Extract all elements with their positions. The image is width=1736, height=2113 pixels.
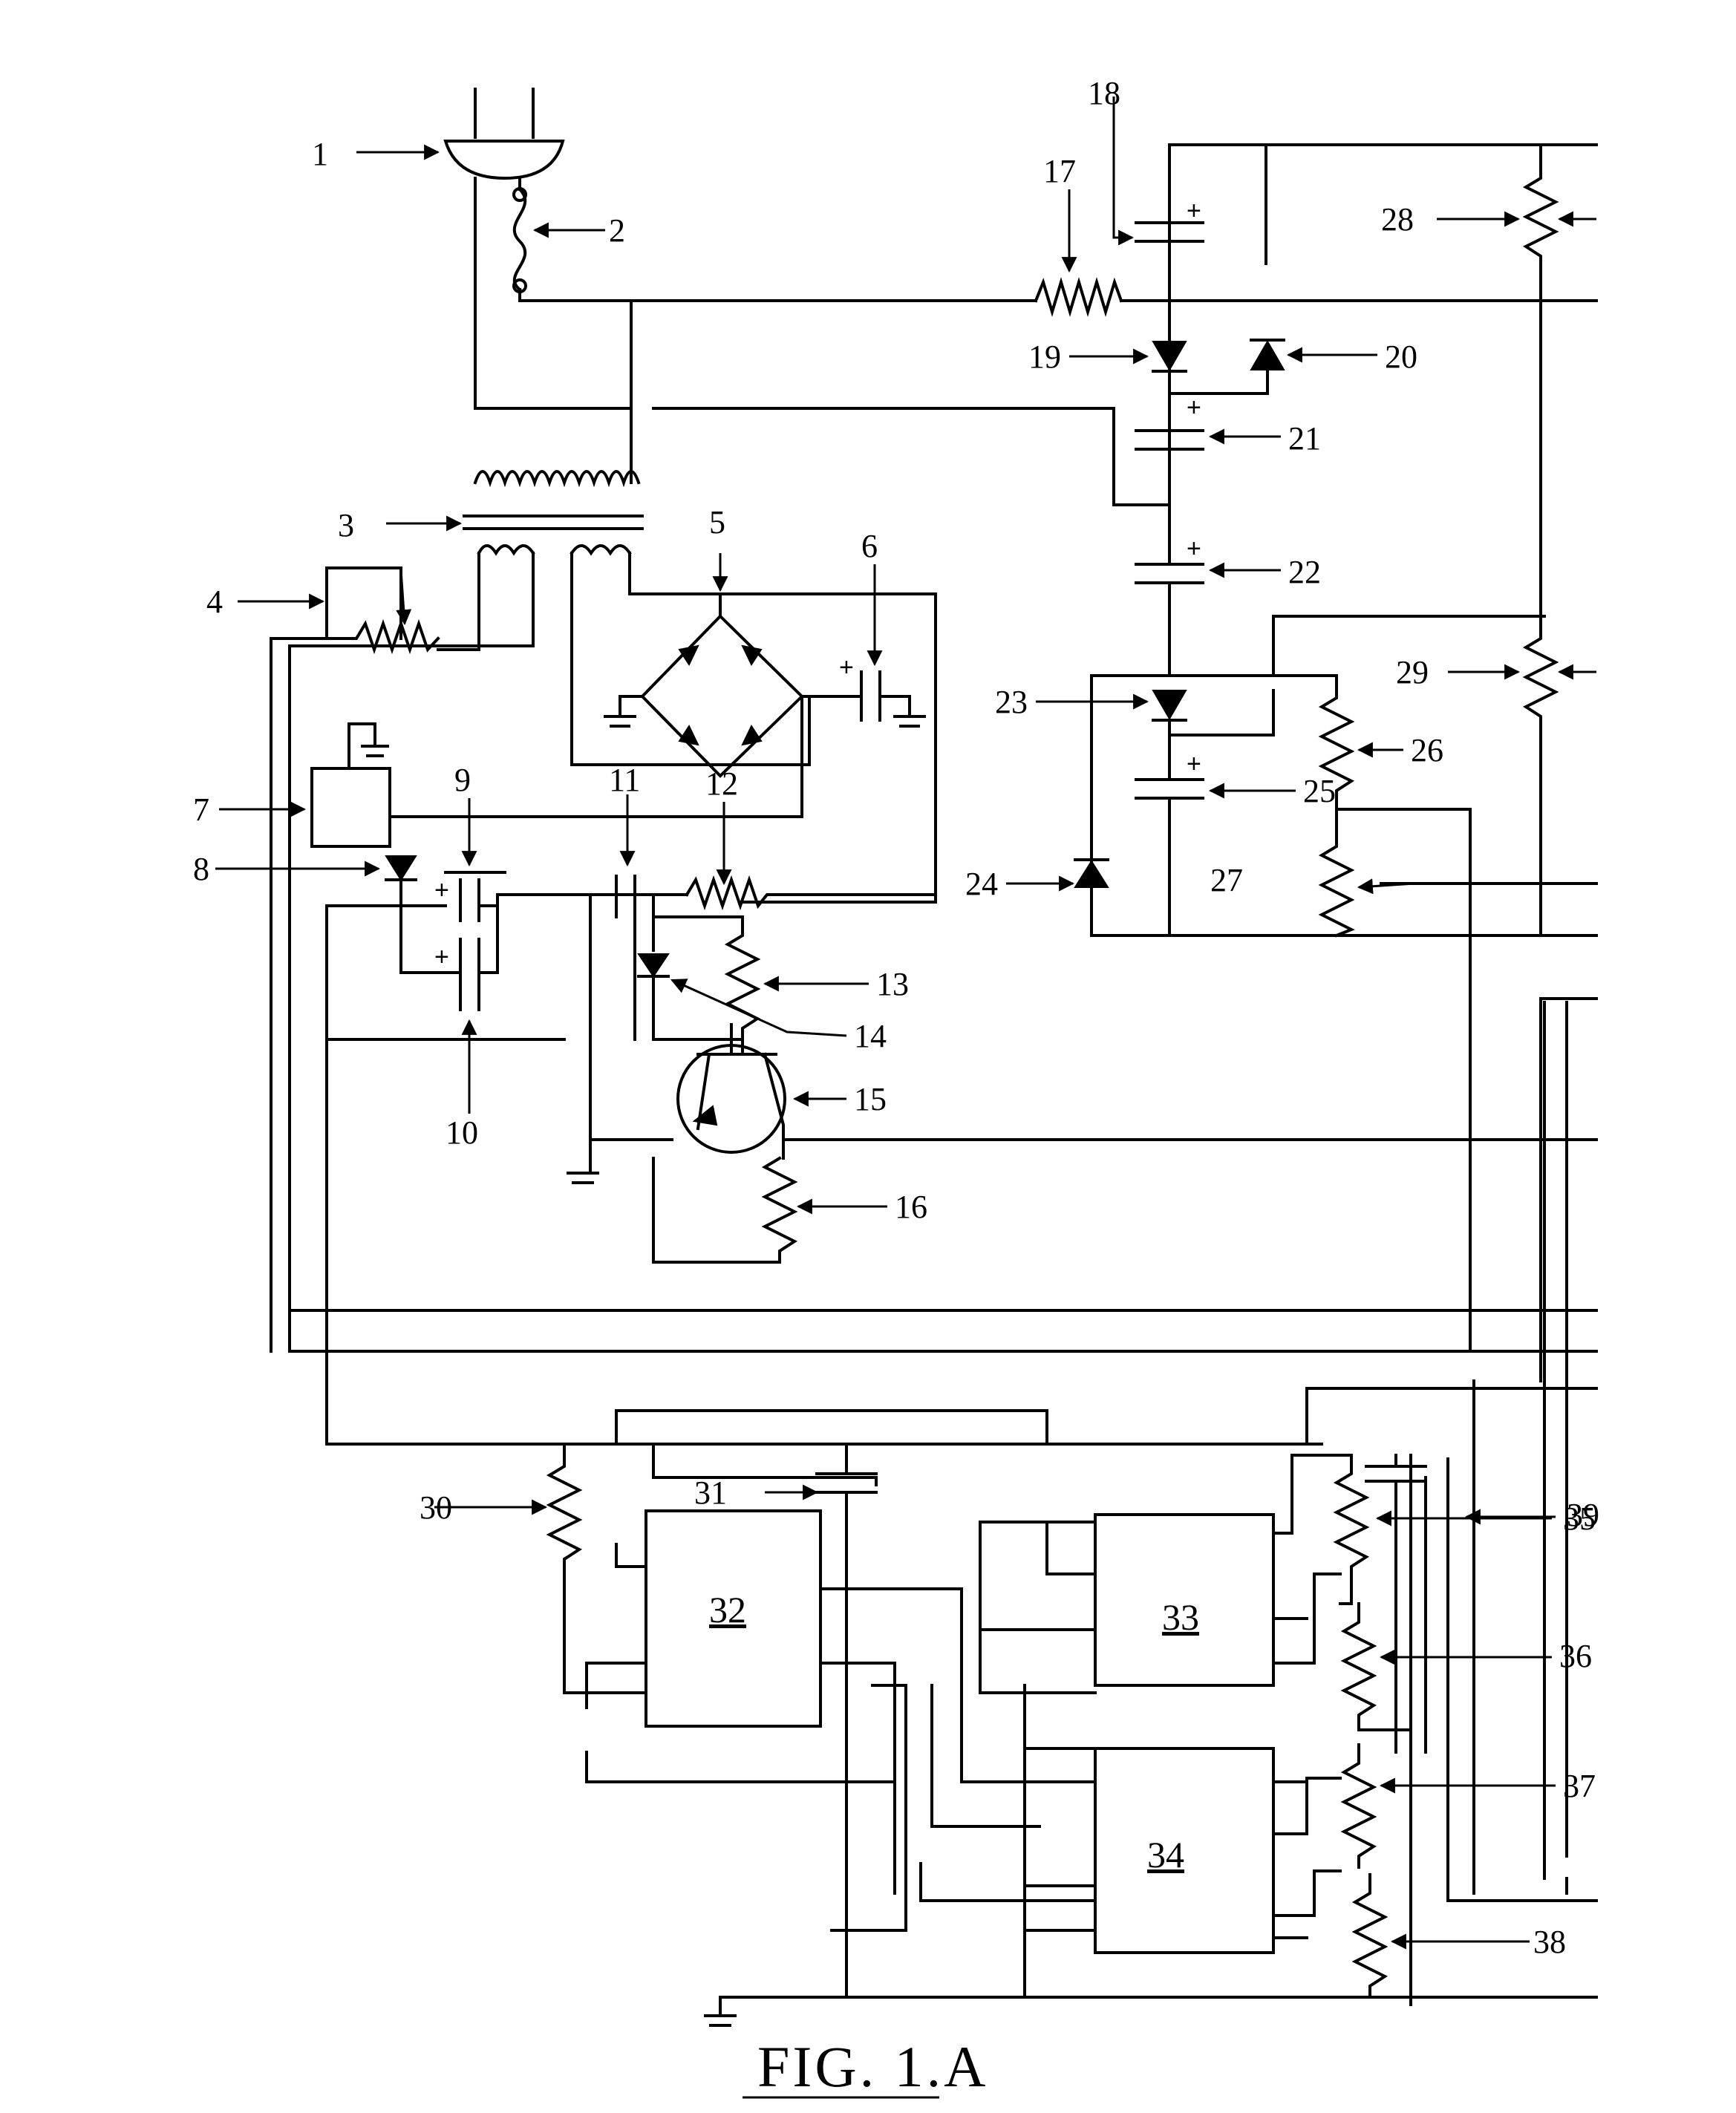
resistor-16 [653,1158,794,1262]
transformer [290,301,1596,1351]
label-36: 36 [1559,1638,1592,1674]
label-30: 30 [420,1489,452,1526]
svg-text:+: + [1187,197,1201,225]
label-14: 14 [854,1018,887,1054]
figure-caption-text: FIG. 1.A [757,2034,989,2099]
capacitor-25 [1136,780,1203,935]
capacitor-6 [861,672,924,726]
top-rail [1169,145,1596,505]
label-10: 10 [446,1114,478,1151]
label-29: 29 [1396,654,1429,690]
resistor-30 [434,1444,646,1693]
ic-34 [921,1589,1340,1960]
label-37: 37 [1563,1768,1596,1804]
label-7: 7 [193,791,209,828]
label-39: 39 [1567,1497,1599,1533]
capacitor-22 [1136,564,1203,676]
label-28: 28 [1381,201,1414,238]
ac-plug [446,89,563,408]
label-38: 38 [1533,1924,1566,1960]
label-27: 27 [1210,862,1243,898]
potentiometer-27 [1322,809,1596,935]
resistor-26 [1322,676,1470,1351]
resistor-17 [1036,282,1121,312]
potentiometer-29 [1526,624,1596,1381]
svg-text:+: + [1187,393,1201,422]
label-23: 23 [995,684,1028,720]
capacitor-18 [1136,223,1203,342]
bottom-rails [271,1310,1596,1893]
label-31: 31 [694,1474,727,1511]
label-20: 20 [1385,339,1417,375]
label-11: 11 [609,762,640,798]
label-18: 18 [1088,75,1120,111]
fuse [514,189,1596,301]
label-15: 15 [854,1081,887,1117]
resistor-38 [1355,1875,1385,1997]
potentiometer-4 [271,568,438,1351]
label-1: 1 [312,136,328,172]
label-9: 9 [454,762,471,798]
label-6: 6 [861,528,878,564]
label-19: 19 [1028,339,1061,375]
svg-text:+: + [839,653,854,682]
diodes-19-20 [1153,340,1284,393]
resistor-35 [1337,1455,1366,1604]
polarity-marks: + + + + + + + [434,197,1201,971]
svg-text:+: + [1187,750,1201,778]
right-vertical-bus [1544,1002,1567,1893]
ic-33-label: 33 [1162,1596,1199,1638]
diode-8-and-capacitors-9-10 [327,856,653,1351]
label-26: 26 [1411,732,1443,768]
label-22: 22 [1288,554,1321,590]
diode-23 [1091,616,1544,780]
svg-text:+: + [434,876,449,904]
label-21: 21 [1288,420,1321,457]
label-8: 8 [193,851,209,887]
label-5: 5 [709,504,725,541]
capacitor-21 [653,393,1203,564]
potentiometer-28 [1526,145,1596,624]
ic-33 [980,1455,1351,1693]
regulator-7 [312,724,390,846]
svg-text:+: + [1187,535,1201,563]
label-4: 4 [206,584,223,620]
ic-34-label: 34 [1147,1834,1184,1875]
label-25: 25 [1303,773,1336,809]
capacitor-11 [568,876,687,1183]
figure-caption: FIG. 1.A [743,2034,989,2099]
label-24: 24 [965,866,998,902]
resistor-37 [1344,1745,1374,1867]
capacitor-31 [817,1444,876,1648]
svg-text:+: + [434,943,449,971]
resistor-13 [653,917,757,1054]
label-2: 2 [609,212,625,249]
ic-32-label: 32 [709,1589,746,1630]
label-12: 12 [705,765,738,802]
label-3: 3 [338,507,354,543]
label-13: 13 [876,966,909,1002]
ic-32 [587,1511,1040,1930]
label-17: 17 [1043,153,1076,189]
label-16: 16 [895,1189,927,1225]
resistor-36 [1344,1604,1411,1730]
